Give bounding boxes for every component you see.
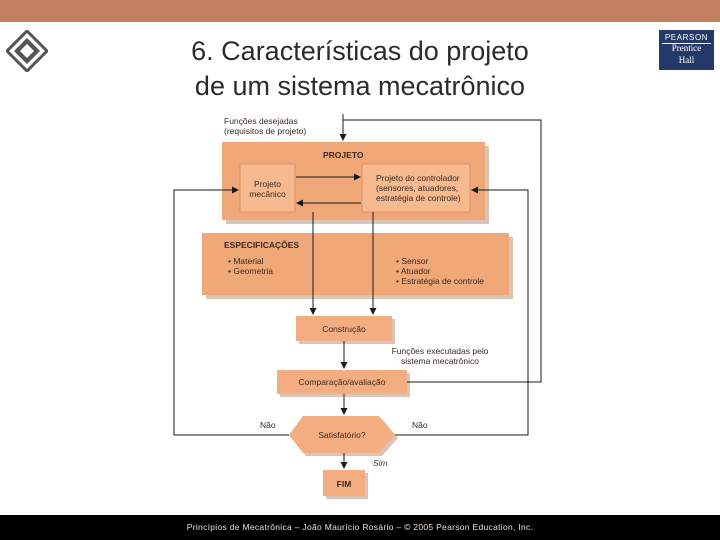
spec-item-sensor: • Sensor (396, 256, 429, 266)
especificacoes-box (202, 233, 509, 295)
logo-brand: PEARSON (664, 33, 709, 42)
decision-hexagon (289, 416, 395, 453)
comparacao-label: Comparação/avaliação (298, 377, 386, 387)
construcao-box (296, 316, 392, 341)
pearson-prentice-hall-logo: PEARSON Prentice Hall (659, 30, 714, 70)
nao-left-label: Não (260, 420, 276, 430)
comparacao-feedback-line (343, 119, 542, 383)
construcao-label: Construção (322, 324, 366, 334)
spec-item-material: • Material (228, 256, 264, 266)
spec-item-estrategia: • Estratégia de controle (396, 276, 485, 286)
comparacao-box (277, 370, 407, 394)
nao-right-feedback-line (395, 186, 529, 436)
fim-box (323, 470, 365, 496)
logo-line-2: Hall (678, 55, 695, 65)
logo-line-1: Prentice (671, 43, 702, 53)
projeto-controlador-label: Projeto do controlador (sensores, atuado… (376, 173, 461, 203)
decision-label: Satisfatório? (318, 430, 366, 440)
projeto-controlador-box (361, 163, 471, 213)
title-line-2: de um sistema mecatrônico (194, 71, 526, 101)
title-line-1: 6. Características do projeto (191, 36, 529, 66)
projeto-mecanico-label: Projeto mecânico (249, 179, 286, 199)
nao-right-label: Não (412, 420, 428, 430)
input-label: Funções desejadas (requisitos de projeto… (224, 116, 307, 136)
projeto-mecanico-box (239, 163, 296, 213)
especificacoes-header: ESPECIFICAÇÕES (224, 240, 300, 250)
footer-credit: Princípios de Mecatrônica – João Mauríci… (186, 522, 534, 532)
diamond-logo-icon (6, 30, 48, 72)
top-accent-bar (0, 0, 720, 22)
especificacoes-left-list: • Material • Geometria (228, 256, 273, 276)
slide-title: 6. Características do projeto de um sist… (120, 34, 600, 104)
nao-left-feedback-line (173, 186, 289, 436)
spec-item-geometria: • Geometria (228, 266, 274, 276)
funcoes-executadas-label: Funções executadas pelo sistema mecatrôn… (391, 346, 489, 366)
especificacoes-right-list: • Sensor • Atuador • Estratégia de contr… (396, 256, 484, 286)
fim-label: FIM (336, 479, 352, 489)
spec-item-atuador: • Atuador (396, 266, 431, 276)
projeto-header: PROJETO (323, 150, 364, 160)
footer-bar (0, 515, 720, 540)
sim-label: Sim (373, 458, 388, 468)
